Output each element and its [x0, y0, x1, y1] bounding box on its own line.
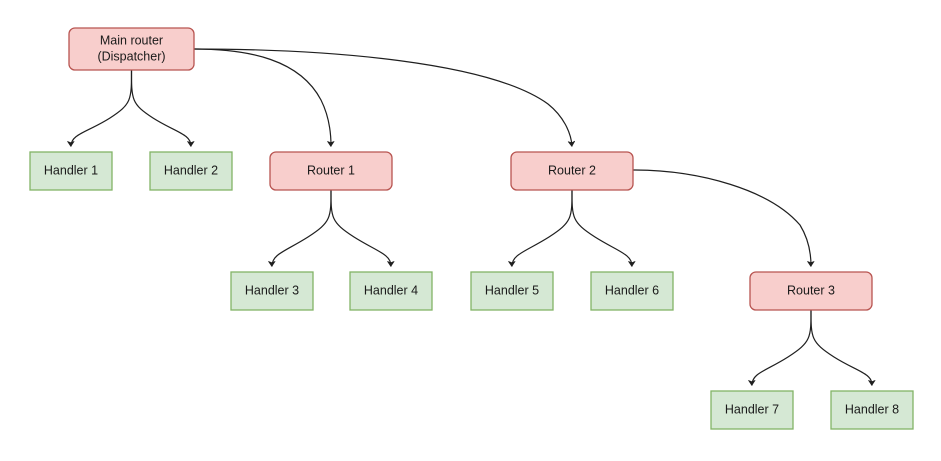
edge-main-to-handler-1: [67, 69, 133, 147]
node-label-router-3: Router 3: [787, 283, 835, 297]
node-label-router-2: Router 2: [548, 163, 596, 177]
node-label-handler-4: Handler 4: [364, 283, 418, 297]
node-label-handler-2: Handler 2: [164, 163, 218, 177]
node-router-2[interactable]: Router 2: [510, 151, 634, 191]
node-shape-handler-8: [830, 390, 914, 430]
node-router-3[interactable]: Router 3: [749, 271, 873, 311]
edge-router-1-to-handler-3: [268, 189, 332, 267]
node-shape-handler-6: [590, 271, 674, 311]
node-label-handler-8: Handler 8: [845, 402, 899, 416]
node-handler-1[interactable]: Handler 1: [29, 151, 113, 191]
node-handler-3[interactable]: Handler 3: [230, 271, 314, 311]
node-handler-5[interactable]: Handler 5: [470, 271, 554, 311]
node-handler-6[interactable]: Handler 6: [590, 271, 674, 311]
node-shape-handler-5: [470, 271, 554, 311]
node-shape-router-2: [510, 151, 634, 191]
node-label-handler-7: Handler 7: [725, 402, 779, 416]
node-shape-router-3: [749, 271, 873, 311]
node-shape-handler-7: [710, 390, 794, 430]
edge-main-to-router-1: [193, 48, 335, 147]
node-shape-handler-2: [149, 151, 233, 191]
node-handler-8[interactable]: Handler 8: [830, 390, 914, 430]
edge-router-3-to-handler-8: [810, 309, 876, 386]
edge-main-to-handler-2: [130, 69, 195, 147]
node-shape-router-1: [269, 151, 393, 191]
edge-router-2-to-router-3: [632, 169, 815, 267]
node-label-main-router-line-2: (Dispatcher): [97, 49, 165, 63]
node-handler-2[interactable]: Handler 2: [149, 151, 233, 191]
edge-router-3-to-handler-7: [748, 309, 812, 386]
node-label-handler-1: Handler 1: [44, 163, 98, 177]
edge-main-to-router-2: [193, 48, 576, 147]
node-main-router[interactable]: Main router (Dispatcher): [68, 27, 195, 71]
node-label-handler-6: Handler 6: [605, 283, 659, 297]
edge-router-1-to-handler-4: [330, 189, 395, 267]
node-router-1[interactable]: Router 1: [269, 151, 393, 191]
node-label-handler-3: Handler 3: [245, 283, 299, 297]
nodes-layer: Main router (Dispatcher) Handler 1 Handler …: [29, 27, 914, 430]
node-shape-handler-3: [230, 271, 314, 311]
edge-router-2-to-handler-5: [508, 189, 573, 267]
edge-router-2-to-handler-6: [571, 189, 636, 267]
edges-layer: [67, 48, 876, 386]
node-handler-4[interactable]: Handler 4: [349, 271, 433, 311]
node-label-handler-5: Handler 5: [485, 283, 539, 297]
node-shape-main-router: [68, 27, 195, 71]
node-shape-handler-4: [349, 271, 433, 311]
node-shape-handler-1: [29, 151, 113, 191]
node-label-main-router-line-1: Main router: [100, 33, 163, 47]
node-handler-7[interactable]: Handler 7: [710, 390, 794, 430]
node-label-router-1: Router 1: [307, 163, 355, 177]
